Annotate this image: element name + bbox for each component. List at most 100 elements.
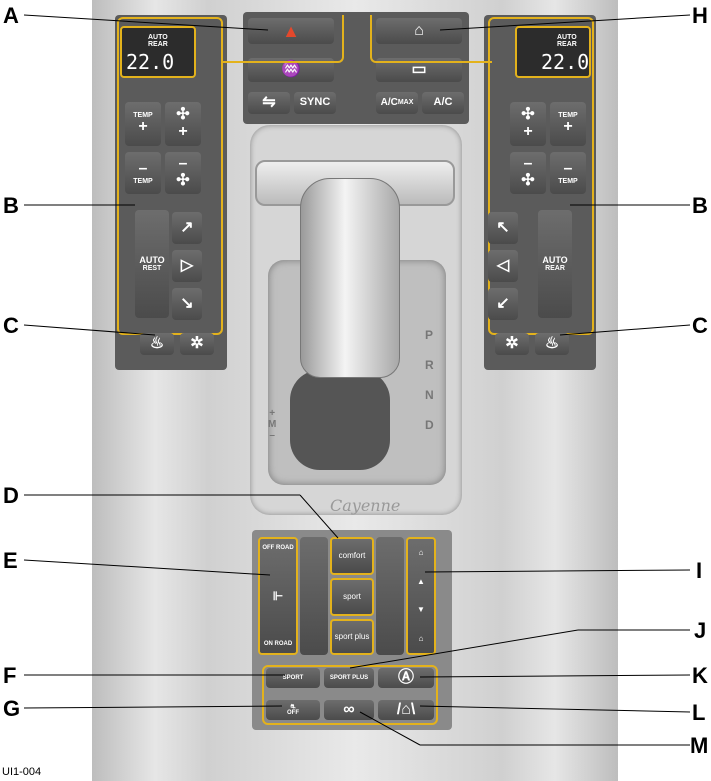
seat-vent-icon: ✲ xyxy=(190,334,204,352)
air-up-icon: ↗ xyxy=(180,218,194,236)
temp-label: TEMP xyxy=(133,177,153,185)
lane-assist-button[interactable]: /⌂\ xyxy=(378,700,434,720)
figure-caption: UI1-004 xyxy=(2,766,42,778)
right-zone: REAR xyxy=(557,41,577,48)
plus-label: + xyxy=(523,123,533,140)
plus-label: + xyxy=(178,123,188,140)
callout-d: D xyxy=(3,483,19,508)
right-fan-up-button[interactable]: ✣+ xyxy=(510,102,546,146)
car-icon: ⇋ xyxy=(262,93,276,111)
left-temp-up-button[interactable]: TEMP+ xyxy=(125,102,161,146)
auto-label: AUTO xyxy=(542,254,568,265)
gear-plus: + xyxy=(269,408,276,419)
left-air-down-button[interactable]: ↘ xyxy=(172,288,202,320)
callout-b-right: B xyxy=(692,193,708,218)
ride-height-rocker[interactable]: ⌂▲▼⌂ xyxy=(406,537,436,655)
brand-script: Cayenne xyxy=(330,496,401,515)
callout-h: H xyxy=(692,3,708,28)
callout-j: J xyxy=(694,618,707,643)
comfort-button[interactable]: comfort xyxy=(330,537,374,575)
left-air-mid-button[interactable]: ▷ xyxy=(172,250,202,282)
bottom-buttons-panel xyxy=(262,665,438,725)
hazard-button[interactable]: ▲ xyxy=(248,18,334,44)
car-high-icon: ⌂ xyxy=(418,548,424,558)
differential-lock-icon: ⊩ xyxy=(272,588,284,603)
terrain-rocker[interactable]: OFF ROAD ⊩ ON ROAD xyxy=(258,537,298,655)
exhaust-icon: ∞ xyxy=(343,700,355,718)
air-circulation-button[interactable]: ⇋ xyxy=(248,92,290,114)
sync-button[interactable]: SYNC xyxy=(294,92,336,114)
plus-label: + xyxy=(563,118,573,136)
right-air-up-button[interactable]: ↖ xyxy=(488,212,518,244)
right-temp-down-button[interactable]: –TEMP xyxy=(550,152,586,194)
sport-plus-mode-button[interactable]: SPORT PLUS xyxy=(324,668,374,688)
sport-plus-button[interactable]: sport plus xyxy=(330,619,374,655)
left-mode: AUTO xyxy=(148,34,168,41)
left-fan-up-button[interactable]: ✣+ xyxy=(165,102,201,146)
recirculation-button[interactable]: ⌂ xyxy=(376,18,462,44)
gear-slot xyxy=(290,370,390,470)
left-temp-down-button[interactable]: –TEMP xyxy=(125,152,161,194)
sport-mode-button[interactable]: SPORT xyxy=(266,668,320,688)
arrow-up-icon: ▲ xyxy=(417,576,425,586)
highlight-a xyxy=(222,15,344,63)
callout-i: I xyxy=(696,558,703,583)
left-temp-readout: 22.0 xyxy=(126,50,175,74)
fan-icon: ✣ xyxy=(176,106,190,124)
auto-sub-label: REAR xyxy=(545,265,565,273)
psm-off-button[interactable]: ⛐OFF xyxy=(266,700,320,720)
callout-k: K xyxy=(692,663,708,688)
right-temp-up-button[interactable]: TEMP+ xyxy=(550,102,586,146)
ac-button[interactable]: A/C xyxy=(422,92,464,114)
left-fan-down-button[interactable]: –✣ xyxy=(165,152,201,194)
callout-e: E xyxy=(3,548,18,573)
ac-label: A/C xyxy=(433,96,453,109)
air-down-icon: ↙ xyxy=(496,294,510,312)
comfort-label: comfort xyxy=(338,550,366,560)
sport-exhaust-button[interactable]: ∞ xyxy=(324,700,374,720)
ac-label: A/C xyxy=(380,96,398,108)
air-mid-icon: ▷ xyxy=(180,256,194,274)
left-air-up-button[interactable]: ↗ xyxy=(172,212,202,244)
right-spacer-switch xyxy=(376,537,404,655)
right-air-down-button[interactable]: ↙ xyxy=(488,288,518,320)
callout-b-left: B xyxy=(3,193,19,218)
rear-defrost-icon: ▭ xyxy=(411,60,427,78)
sync-label: SYNC xyxy=(299,96,331,109)
windshield-defrost-icon: ♒ xyxy=(281,60,301,78)
fan-icon: ✣ xyxy=(176,172,190,189)
temp-label: TEMP xyxy=(558,111,578,119)
gear-selector-lever[interactable] xyxy=(300,178,400,378)
air-up-icon: ↖ xyxy=(496,218,510,236)
car-air-icon: ⌂ xyxy=(414,21,424,39)
left-spacer-switch xyxy=(300,537,328,655)
callout-a: A xyxy=(3,3,19,28)
off-road-label: OFF ROAD xyxy=(262,545,294,551)
on-road-label: ON ROAD xyxy=(263,640,293,647)
sport-button[interactable]: sport xyxy=(330,578,374,616)
right-mode: AUTO xyxy=(557,34,577,41)
right-air-mid-button[interactable]: ◁ xyxy=(488,250,518,282)
sport-plus-mode-label: SPORT PLUS xyxy=(329,674,369,681)
arrow-down-icon: ▼ xyxy=(417,605,425,615)
start-stop-button[interactable]: Ⓐ xyxy=(378,668,434,688)
minus-label: – xyxy=(138,159,148,177)
right-fan-down-button[interactable]: –✣ xyxy=(510,152,546,194)
off-label: OFF xyxy=(287,710,299,716)
minus-label: – xyxy=(563,159,573,177)
seat-heat-icon: ♨ xyxy=(544,334,560,352)
gear-d: D xyxy=(425,418,434,432)
gear-m: M xyxy=(268,419,277,430)
right-seat-heat-button[interactable]: ♨ xyxy=(535,333,569,355)
right-seat-vent-button[interactable]: ✲ xyxy=(495,333,529,355)
callout-c-left: C xyxy=(3,313,19,338)
callout-m: M xyxy=(690,733,709,758)
left-seat-vent-button[interactable]: ✲ xyxy=(180,333,214,355)
temp-label: TEMP xyxy=(558,177,578,185)
left-seat-heat-button[interactable]: ♨ xyxy=(140,333,174,355)
